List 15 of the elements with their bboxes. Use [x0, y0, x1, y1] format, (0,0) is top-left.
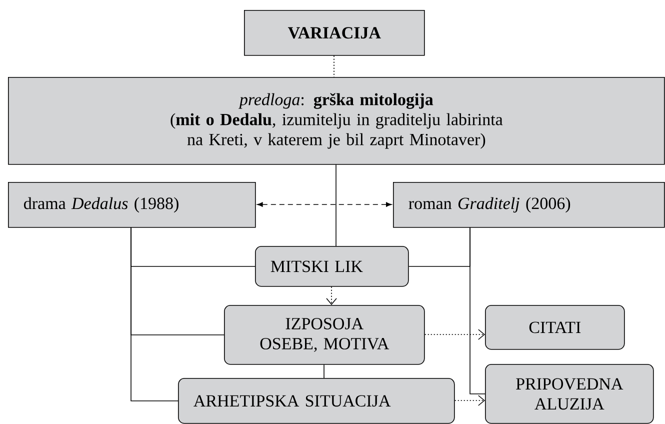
result-box: CITATI	[485, 305, 625, 350]
source-box: predloga: grška mitologija (mit o Dedalu, izumitelju in graditelju labirinta na Kreti, v katerem je bil zaprt Minotaver)	[8, 77, 665, 165]
category-box: IZPOSOJA OSEBE, MOTIVA	[224, 305, 425, 365]
arrow	[326, 286, 337, 305]
connector-line	[470, 227, 486, 394]
arrow	[424, 329, 485, 340]
result-box: PRIPOVEDNA ALUZIJA	[485, 364, 654, 424]
connector-line	[130, 227, 178, 402]
title-box: VARIACIJA	[244, 10, 425, 56]
category-box: MITSKI LIK	[255, 246, 409, 287]
arrow	[257, 202, 392, 207]
category-box: ARHETIPSKA SITUACIJA	[178, 378, 455, 424]
arrow	[454, 395, 485, 406]
work-box: roman Graditelj (2006)	[393, 182, 665, 228]
work-box: drama Dedalus (1988)	[8, 182, 256, 228]
